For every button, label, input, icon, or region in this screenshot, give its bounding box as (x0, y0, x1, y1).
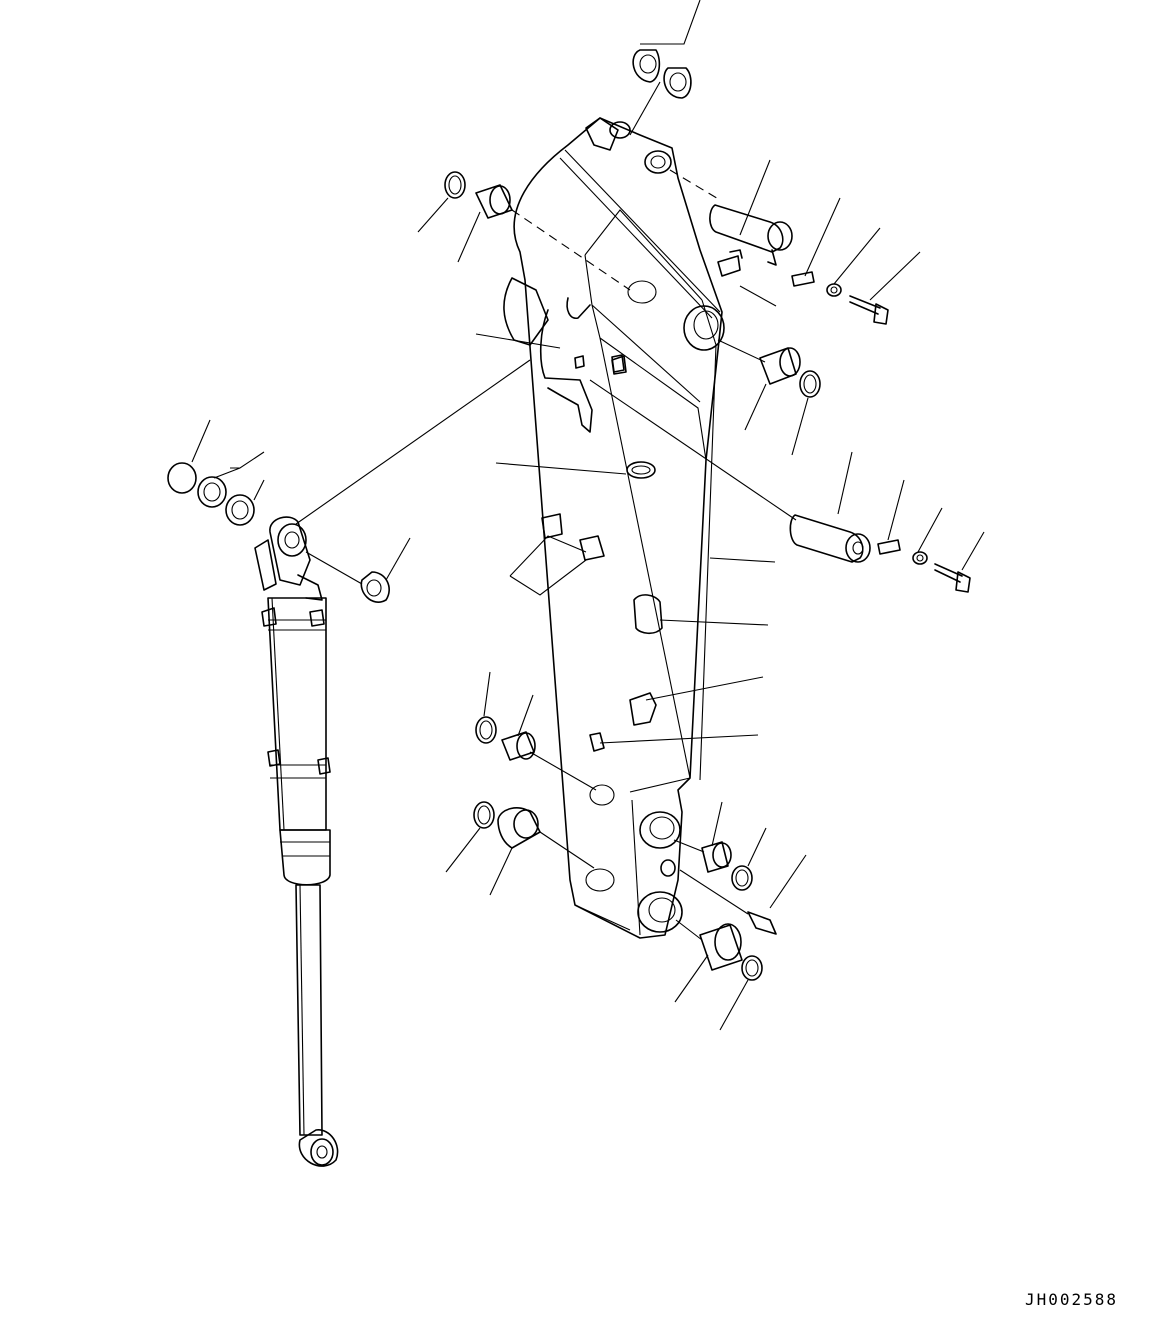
arm-body (503, 117, 725, 939)
upper-pin-assembly (444, 49, 889, 398)
hydraulic-cylinder (167, 462, 390, 1167)
leader-lines (191, 0, 985, 1031)
drawing-reference-code: JH002588 (1024, 1290, 1118, 1309)
mid-pin-assembly (789, 514, 971, 593)
lower-pin-assembly (473, 716, 777, 981)
